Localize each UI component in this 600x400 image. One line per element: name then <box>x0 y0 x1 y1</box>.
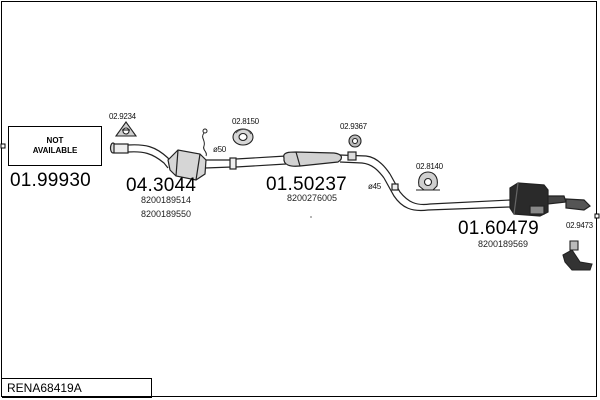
accessory-code-rubber-mount: 02.9367 <box>340 122 367 131</box>
model-reference: RENA68419A <box>2 378 152 398</box>
part-ref-catalyst-1: 8200189514 <box>141 195 192 205</box>
accessory-code-bracket: 02.9473 <box>566 221 593 230</box>
frame-marker-left <box>0 143 6 149</box>
rear-pipe-drawing <box>383 173 511 212</box>
accessory-code-rubber-ring: 02.8140 <box>416 162 443 171</box>
diameter-label-front: ø50 <box>213 145 226 154</box>
not-available-line1: NOT <box>46 136 64 145</box>
part-ref-rear-silencer: 8200189569 <box>478 239 529 249</box>
frame-marker-right <box>594 213 600 219</box>
front-pipe-drawing <box>109 142 173 169</box>
rubber-ring-icon <box>416 171 440 191</box>
lambda-sensor-drawing <box>202 128 208 157</box>
rubber-mount-icon <box>348 134 362 148</box>
not-available-box: NOT AVAILABLE <box>8 126 102 166</box>
part-code-rear-silencer: 01.60479 <box>458 218 539 239</box>
diameter-label-rear: ø45 <box>368 182 381 191</box>
not-available-line2: AVAILABLE <box>32 146 78 155</box>
part-code-catalyst: 04.3044 <box>126 175 197 196</box>
part-ref-catalyst-2: 8200189550 <box>141 209 192 219</box>
gasket-icon <box>232 128 254 146</box>
accessory-code-gasket: 02.8150 <box>232 117 259 126</box>
catalytic-converter-drawing <box>167 149 237 181</box>
not-available-code: 01.99930 <box>10 170 91 191</box>
clamp-icon <box>114 121 138 137</box>
middle-pipe-drawing <box>235 151 391 179</box>
mounting-bracket-icon <box>562 240 593 271</box>
rear-silencer-drawing <box>509 182 591 217</box>
accessory-code-clamp: 02.9234 <box>109 112 136 121</box>
part-ref-middle-silencer: 8200276005 <box>287 193 338 203</box>
part-code-middle-silencer: 01.50237 <box>266 174 347 195</box>
